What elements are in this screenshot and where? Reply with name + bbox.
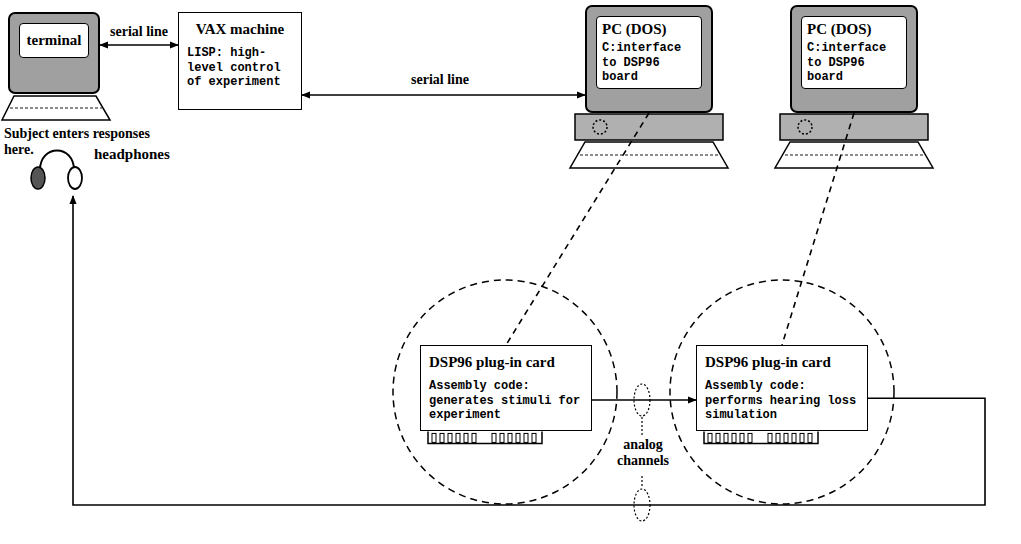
computer-box: VAX machineLISP: high-level control of e… [178,12,302,110]
channel-label: analog channels [612,437,674,469]
card-pins [428,431,818,443]
node-title: terminal [24,32,84,49]
node-description: C:interface to DSP96 board [602,41,696,84]
dashed-circle [670,280,894,504]
plug-in-card: DSP96 plug-in cardAssembly code: perform… [696,345,868,431]
edge-label: serial line [409,72,471,88]
dashed-link [782,113,854,345]
headphones-drawing [28,140,86,196]
leader-line [641,417,642,436]
terminal-keyboard [2,96,110,120]
pc-monitor: PC (DOS) C:interface to DSP96 board [790,5,918,113]
signal-line [302,94,585,96]
pc-case [775,114,933,168]
dashed-circle [393,280,617,504]
node-title: PC (DOS) [807,21,901,38]
node-title: VAX machine [187,21,293,38]
node-title: DSP96 plug-in card [705,354,859,371]
node-title: DSP96 plug-in card [429,354,583,371]
dashed-link [506,113,649,345]
signal-line [73,196,985,505]
terminal-monitor: terminal [8,12,100,94]
node-description: LISP: high-level control of experiment [187,46,293,89]
signal-line [100,44,178,46]
node-title: headphones [94,146,170,163]
screen: terminal [19,23,89,58]
screen: PC (DOS) C:interface to DSP96 board [596,16,702,89]
edge-label: serial line [108,24,170,40]
node-description: Assembly code: performs hearing loss sim… [705,379,859,422]
node-title: PC (DOS) [602,21,696,38]
headphones-icon: headphones [28,140,188,196]
pc-monitor: PC (DOS) C:interface to DSP96 board [585,5,713,113]
node-description: C:interface to DSP96 board [807,41,901,84]
caption-note: Subject enters responses here. [4,126,154,158]
signal-line [592,399,696,401]
leader-line [641,476,642,488]
node-description: Assembly code: generates stimuli for exp… [429,379,583,422]
plug-in-card: DSP96 plug-in cardAssembly code: generat… [420,345,592,431]
screen: PC (DOS) C:interface to DSP96 board [801,16,907,89]
pc-case [570,114,728,168]
